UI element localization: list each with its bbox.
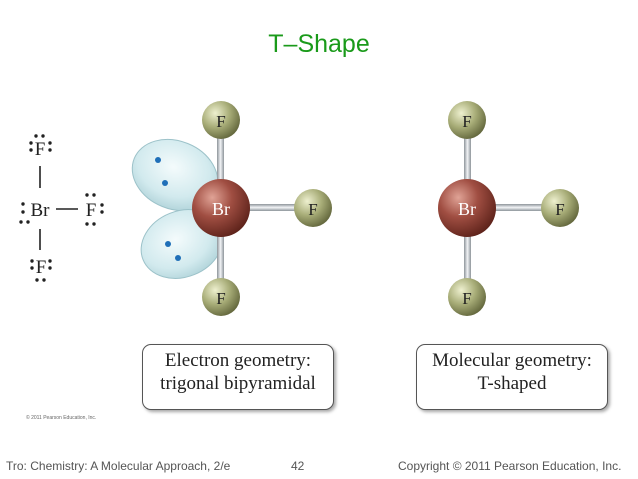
bond-top (464, 125, 471, 201)
electron-geometry-model: F F F Br (131, 101, 332, 316)
lone-pair-electrons (155, 157, 181, 261)
atom-label-f-top: F (216, 112, 225, 131)
molecular-geometry-model: F F F Br (438, 101, 579, 316)
bond-top (217, 125, 224, 201)
atom-label-f-right: F (555, 200, 564, 219)
electron-geometry-line1: Electron geometry: (164, 350, 312, 371)
f-atom-top (202, 101, 240, 139)
atom-label-f-right: F (308, 200, 317, 219)
br-atom-central (192, 179, 250, 237)
image-credit: © 2011 Pearson Education, Inc. (26, 415, 97, 421)
lewis-top-f-lone-pairs (29, 134, 52, 152)
page-number: 42 (291, 459, 305, 473)
bond-bottom (464, 213, 471, 289)
slide-title: T–Shape (268, 30, 370, 58)
f-atom-top (448, 101, 486, 139)
footer-textbook: Tro: Chemistry: A Molecular Approach, 2/… (6, 459, 231, 473)
bond-right (487, 204, 549, 211)
f-atom-bottom (448, 278, 486, 316)
lewis-bottom-f: F (36, 257, 47, 278)
lewis-bottom-f-lone-pairs (30, 259, 52, 282)
lewis-right-f-lone-pairs (85, 193, 104, 226)
footer-copyright: Copyright © 2011 Pearson Education, Inc. (398, 459, 622, 473)
f-atom-bottom (202, 278, 240, 316)
lewis-central-br: Br (31, 200, 51, 221)
br-atom-central (438, 179, 496, 237)
lewis-right-f: F (86, 200, 97, 221)
f-atom-right (541, 189, 579, 227)
atom-label-br: Br (458, 199, 476, 219)
bond-bottom (217, 213, 224, 289)
molecular-geometry-line1: Molecular geometry: (432, 350, 592, 371)
f-atom-right (294, 189, 332, 227)
molecular-geometry-line2: T-shaped (477, 373, 547, 394)
bond-right (240, 204, 302, 211)
lewis-structure: F Br F F (19, 134, 104, 282)
lewis-top-f: F (35, 139, 46, 160)
atom-label-br: Br (212, 199, 230, 219)
electron-geometry-caption: Electron geometry: trigonal bipyramidal (142, 344, 334, 410)
lewis-br-lone-pairs (19, 202, 30, 224)
atom-label-f-bottom: F (462, 289, 471, 308)
electron-geometry-line2: trigonal bipyramidal (160, 373, 316, 394)
atom-label-f-bottom: F (216, 289, 225, 308)
molecular-geometry-caption: Molecular geometry: T-shaped (416, 344, 608, 410)
atom-label-f-top: F (462, 112, 471, 131)
